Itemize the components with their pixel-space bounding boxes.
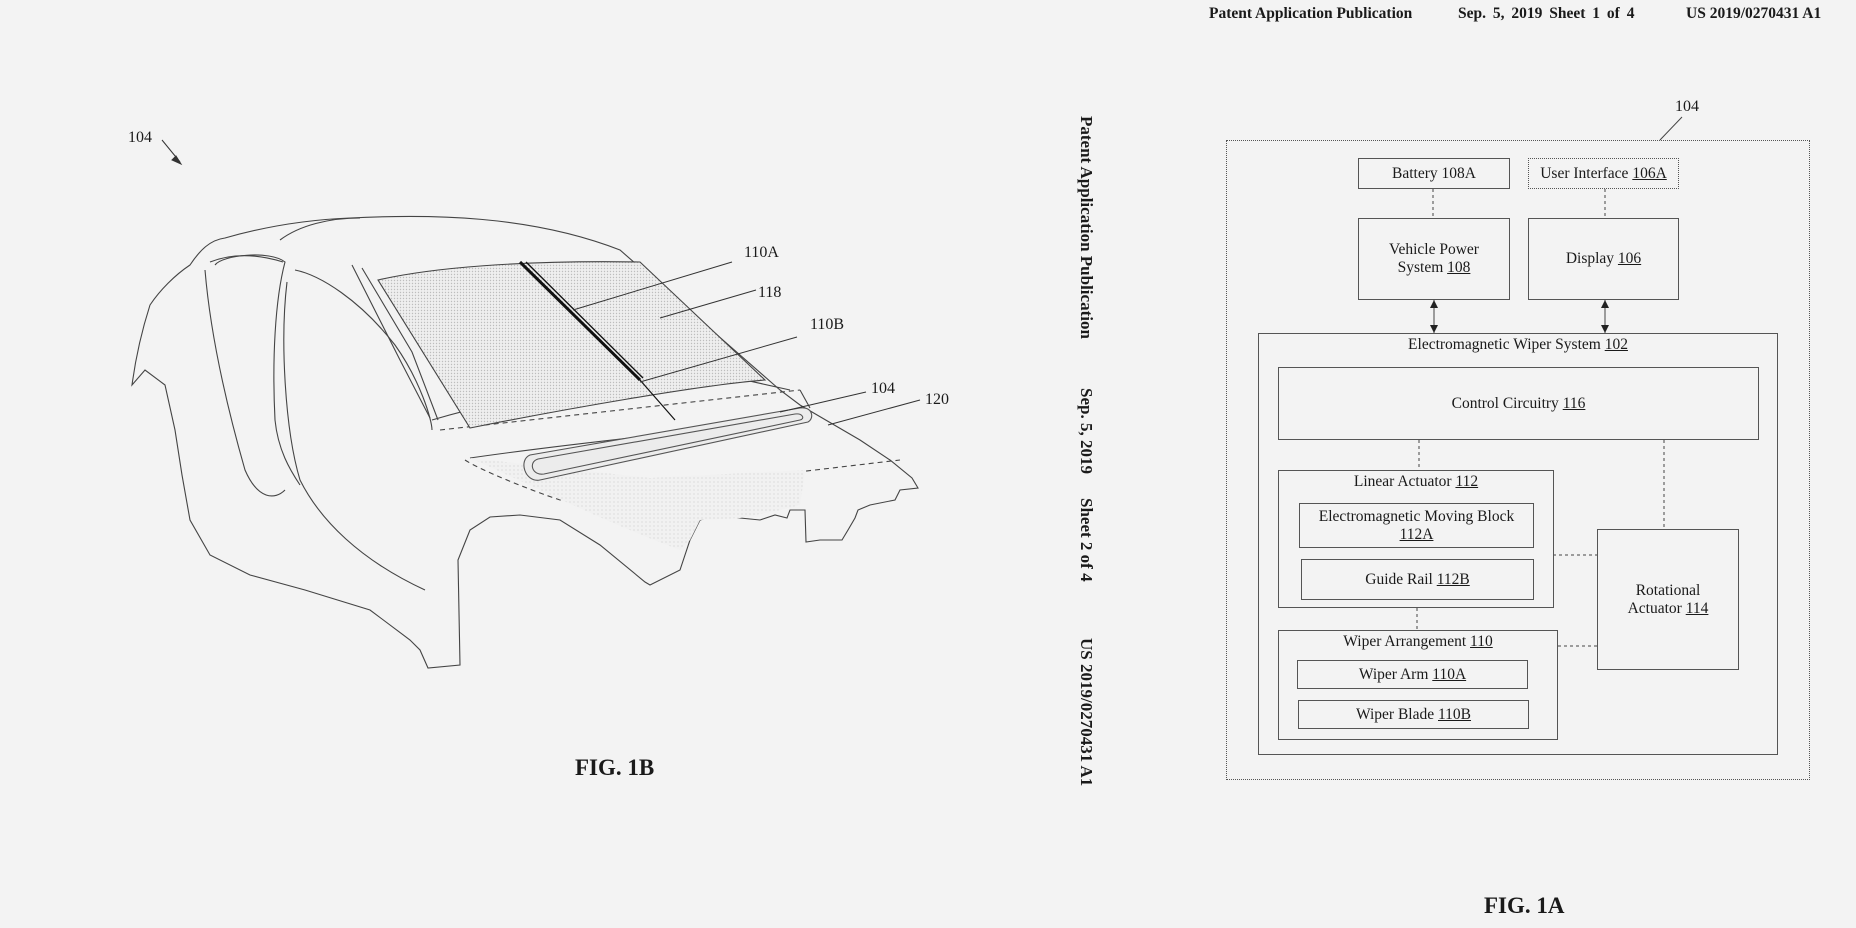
user-interface-box: User Interface 106A <box>1528 158 1679 189</box>
outer-system-border <box>1226 140 1810 780</box>
vertical-header: Patent Application Publication Sep. 5, 2… <box>1068 58 1108 818</box>
wiper-arm-label: Wiper Arm <box>1358 665 1433 683</box>
ref-wiper-arm: 110A <box>744 244 779 261</box>
ref-outer-system: 104 <box>1675 98 1699 115</box>
wiper-arm-box: Wiper Arm 110A <box>1297 660 1528 689</box>
wiper-system-box: Electromagnetic Wiper System 102 <box>1258 333 1778 755</box>
rotational-label: Rotational <box>1635 581 1701 599</box>
display-label: Display <box>1565 250 1618 267</box>
wiper-arrangement-box: Wiper Arrangement 110 <box>1278 630 1558 740</box>
vertical-sheet: Sheet 2 of 4 <box>1077 498 1096 582</box>
header-number: US 2019/0270431 A1 <box>1686 5 1822 22</box>
battery-num: 108A <box>1441 164 1476 182</box>
vertical-number: US 2019/0270431 A1 <box>1077 638 1096 787</box>
wiper-system-label: Electromagnetic Wiper System <box>1408 336 1605 353</box>
wiper-blade-label: Wiper Blade <box>1355 705 1438 723</box>
linear-actuator-box: Linear Actuator 112 <box>1278 470 1554 608</box>
fig1a-caption: FIG. 1A <box>1484 893 1565 918</box>
linear-actuator-label: Linear Actuator <box>1353 473 1456 490</box>
battery-box: Battery 108A <box>1358 158 1510 189</box>
control-label: Control Circuitry <box>1451 394 1563 412</box>
vertical-publication: Patent Application Publication <box>1077 116 1096 339</box>
ref-rail: 104 <box>871 380 895 397</box>
display-num: 106 <box>1617 250 1642 267</box>
control-num: 116 <box>1562 394 1586 412</box>
moving-block-label: Electromagnetic Moving Block <box>1318 507 1515 525</box>
wiper-system-num: 102 <box>1604 336 1628 353</box>
moving-block-num: 112A <box>1399 525 1434 543</box>
header-date-sheet: Sep. 5, 2019 Sheet 1 of 4 <box>1458 5 1635 22</box>
wiper-arrangement-label: Wiper Arrangement <box>1343 633 1471 650</box>
vertical-date: Sep. 5, 2019 <box>1077 388 1096 474</box>
rotational-label-2: Actuator <box>1627 599 1686 617</box>
wiper-blade-num: 110B <box>1438 705 1472 723</box>
guide-rail-num: 112B <box>1436 570 1470 588</box>
ref-windshield: 118 <box>758 284 782 301</box>
vehicle-power-label: Vehicle Power <box>1389 241 1479 258</box>
fig1b-caption: FIG. 1B <box>575 755 655 780</box>
user-interface-label: User Interface <box>1540 164 1633 182</box>
guide-rail-label: Guide Rail <box>1365 570 1437 588</box>
header-publication: Patent Application Publication <box>1209 5 1413 22</box>
display-box: Display 106 <box>1528 218 1679 300</box>
wiper-blade-box: Wiper Blade 110B <box>1298 700 1529 729</box>
ref-wiper-blade: 110B <box>810 316 845 333</box>
vehicle-power-num: 108 <box>1447 259 1471 276</box>
rotational-num: 114 <box>1685 599 1709 617</box>
linear-actuator-num: 112 <box>1455 473 1479 490</box>
battery-label: Battery <box>1392 164 1442 182</box>
control-circuitry-box: Control Circuitry 116 <box>1278 367 1759 440</box>
vehicle-power-label-2: System <box>1397 259 1448 276</box>
ref-hood: 120 <box>925 391 949 408</box>
ref-vehicle: 104 <box>128 129 152 146</box>
wiper-arrangement-num: 110 <box>1470 633 1493 650</box>
wiper-arm-num: 110A <box>1432 665 1467 683</box>
user-interface-num: 106A <box>1632 164 1667 182</box>
guide-rail-box: Guide Rail 112B <box>1301 559 1534 600</box>
